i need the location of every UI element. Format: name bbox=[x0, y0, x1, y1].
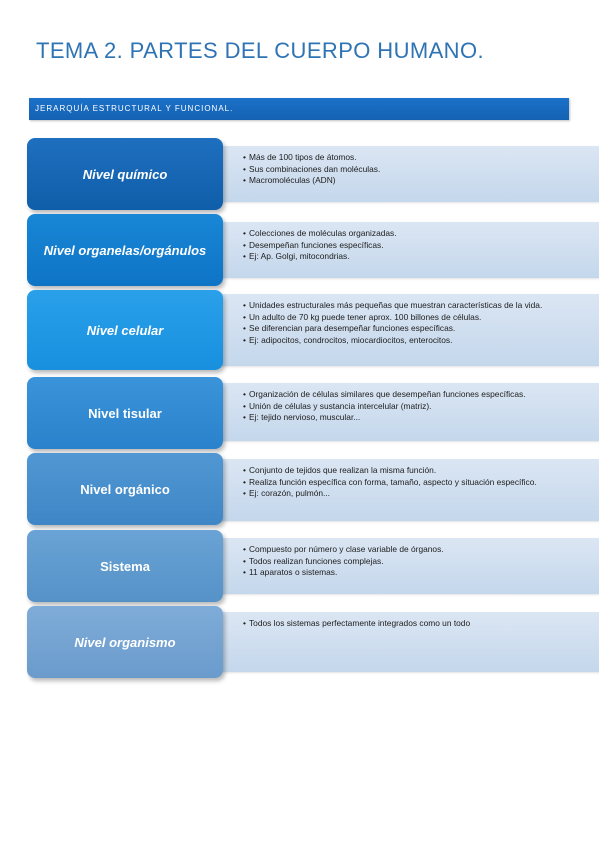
level-box: Nivel orgánico bbox=[27, 453, 223, 525]
level-bullet-list: Todos los sistemas perfectamente integra… bbox=[243, 618, 599, 630]
level-bullet-item: Todos realizan funciones complejas. bbox=[243, 556, 599, 568]
level-bullet-item: Sus combinaciones dan moléculas. bbox=[243, 164, 599, 176]
level-bullet-item: Organización de células similares que de… bbox=[243, 389, 599, 401]
level-description: Compuesto por número y clase variable de… bbox=[213, 538, 599, 594]
level-label: Nivel organelas/orgánulos bbox=[43, 242, 207, 258]
hierarchy-row: Unidades estructurales más pequeñas que … bbox=[27, 290, 599, 370]
level-bullet-item: Desempeñan funciones específicas. bbox=[243, 240, 599, 252]
level-bullet-item: Unidades estructurales más pequeñas que … bbox=[243, 300, 599, 312]
level-label: Nivel celular bbox=[86, 322, 164, 338]
level-bullet-item: Realiza función específica con forma, ta… bbox=[243, 477, 599, 489]
level-bullet-item: Más de 100 tipos de átomos. bbox=[243, 152, 599, 164]
level-bullet-list: Organización de células similares que de… bbox=[243, 389, 599, 424]
hierarchy-row: Más de 100 tipos de átomos.Sus combinaci… bbox=[27, 138, 599, 210]
level-label: Nivel orgánico bbox=[80, 481, 170, 497]
level-box: Sistema bbox=[27, 530, 223, 602]
level-bullet-item: Se diferencian para desempeñar funciones… bbox=[243, 323, 599, 335]
hierarchy-row: Conjunto de tejidos que realizan la mism… bbox=[27, 453, 599, 525]
level-label: Nivel organismo bbox=[74, 634, 176, 650]
level-bullet-item: Macromoléculas (ADN) bbox=[243, 175, 599, 187]
level-box: Nivel organismo bbox=[27, 606, 223, 678]
level-bullet-item: Colecciones de moléculas organizadas. bbox=[243, 228, 599, 240]
level-bullet-item: Unión de células y sustancia intercelula… bbox=[243, 401, 599, 413]
level-description: Unidades estructurales más pequeñas que … bbox=[213, 294, 599, 366]
level-description: Conjunto de tejidos que realizan la mism… bbox=[213, 459, 599, 521]
level-bullet-item: Todos los sistemas perfectamente integra… bbox=[243, 618, 599, 630]
level-bullet-item: Conjunto de tejidos que realizan la mism… bbox=[243, 465, 599, 477]
level-bullet-item: 11 aparatos o sistemas. bbox=[243, 567, 599, 579]
level-box: Nivel celular bbox=[27, 290, 223, 370]
level-description: Organización de células similares que de… bbox=[213, 383, 599, 441]
level-box: Nivel organelas/orgánulos bbox=[27, 214, 223, 286]
hierarchy-row: Compuesto por número y clase variable de… bbox=[27, 530, 599, 602]
level-bullet-list: Colecciones de moléculas organizadas.Des… bbox=[243, 228, 599, 263]
level-bullet-list: Unidades estructurales más pequeñas que … bbox=[243, 300, 599, 346]
level-description: Colecciones de moléculas organizadas.Des… bbox=[213, 222, 599, 278]
level-bullet-item: Ej: adipocitos, condrocitos, miocardioci… bbox=[243, 335, 599, 347]
level-bullet-list: Compuesto por número y clase variable de… bbox=[243, 544, 599, 579]
level-bullet-item: Compuesto por número y clase variable de… bbox=[243, 544, 599, 556]
page-title: TEMA 2. PARTES DEL CUERPO HUMANO. bbox=[36, 38, 484, 63]
hierarchy-row: Todos los sistemas perfectamente integra… bbox=[27, 606, 599, 678]
level-bullet-list: Conjunto de tejidos que realizan la mism… bbox=[243, 465, 599, 500]
level-bullet-item: Ej: corazón, pulmón... bbox=[243, 488, 599, 500]
section-heading: JERARQUÍA ESTRUCTURAL Y FUNCIONAL. bbox=[29, 98, 569, 120]
hierarchy-row: Colecciones de moléculas organizadas.Des… bbox=[27, 214, 599, 286]
level-bullet-item: Ej: Ap. Golgi, mitocondrias. bbox=[243, 251, 599, 263]
level-bullet-item: Un adulto de 70 kg puede tener aprox. 10… bbox=[243, 312, 599, 324]
level-label: Nivel tisular bbox=[88, 405, 162, 421]
level-label: Sistema bbox=[100, 558, 150, 574]
level-bullet-item: Ej: tejido nervioso, muscular... bbox=[243, 412, 599, 424]
level-label: Nivel químico bbox=[82, 166, 168, 182]
level-box: Nivel químico bbox=[27, 138, 223, 210]
level-description: Más de 100 tipos de átomos.Sus combinaci… bbox=[213, 146, 599, 202]
hierarchy-row: Organización de células similares que de… bbox=[27, 377, 599, 449]
level-box: Nivel tisular bbox=[27, 377, 223, 449]
level-bullet-list: Más de 100 tipos de átomos.Sus combinaci… bbox=[243, 152, 599, 187]
level-description: Todos los sistemas perfectamente integra… bbox=[213, 612, 599, 672]
